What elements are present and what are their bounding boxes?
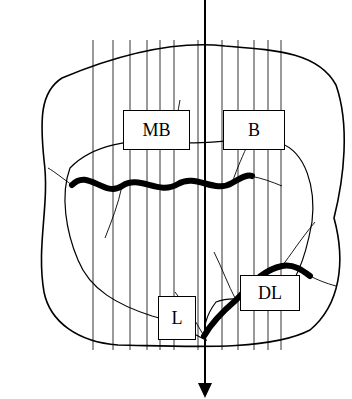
label-box: DL bbox=[240, 275, 300, 311]
label-box: L bbox=[158, 296, 196, 340]
label-box: MB bbox=[123, 110, 190, 150]
part-label: B bbox=[248, 120, 260, 141]
part-label: MB bbox=[142, 120, 170, 141]
part-label: L bbox=[172, 308, 183, 329]
central-fissure bbox=[72, 175, 252, 189]
occlusal-table-outline bbox=[65, 140, 313, 340]
label-box: B bbox=[223, 110, 285, 150]
part-label: DL bbox=[258, 283, 282, 304]
tooth-outline bbox=[41, 45, 344, 347]
section-direction-arrow bbox=[198, 0, 212, 398]
distal-fissure bbox=[204, 266, 310, 336]
